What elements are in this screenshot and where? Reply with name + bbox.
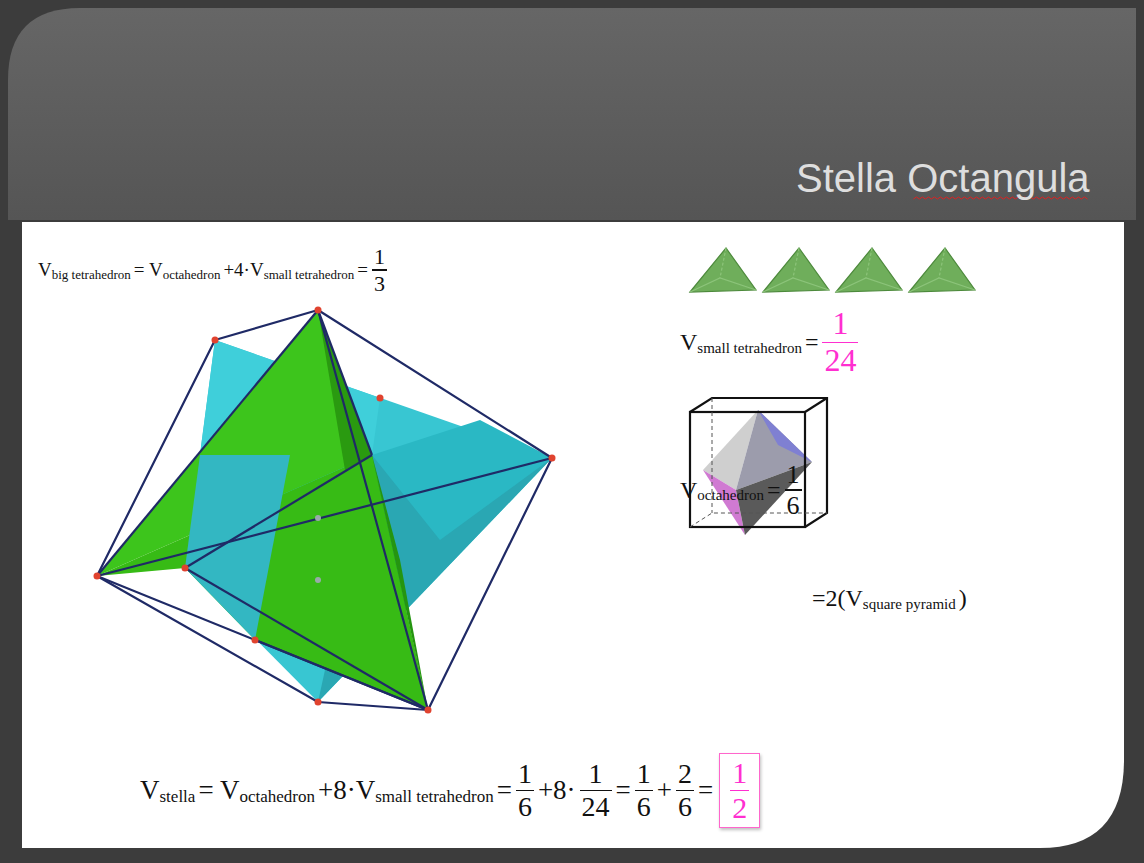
- formula-term: = V: [198, 775, 239, 806]
- formula-term: V: [680, 477, 697, 504]
- subscript: big tetrahedron: [52, 267, 131, 283]
- numerator: 2: [676, 759, 694, 788]
- fraction-bar: [676, 790, 694, 792]
- subscript: small tetrahedron: [264, 267, 355, 283]
- numerator: 1: [785, 461, 802, 488]
- content-panel: [22, 222, 1124, 848]
- numerator: 1: [830, 307, 850, 341]
- formula-row: Vbig tetrahedron= Voctahedron+4·Vsmall t…: [38, 245, 391, 295]
- numerator: 1: [372, 245, 387, 268]
- fraction: 16: [516, 759, 534, 821]
- formula-term: = V: [134, 259, 163, 281]
- denominator: 6: [676, 792, 694, 821]
- formula-term: +4·V: [223, 259, 263, 281]
- formula-term: =: [616, 775, 631, 806]
- cube-octahedron: [690, 398, 827, 535]
- formula-term: V: [680, 329, 697, 356]
- formula-term: +: [657, 775, 672, 806]
- subscript: small tetrahedron: [697, 340, 802, 357]
- fraction-bar: [580, 790, 612, 792]
- fraction: 16: [785, 461, 802, 519]
- formula-row: Vstella= Voctahedron+8·Vsmall tetrahedro…: [140, 753, 760, 828]
- formula-row: =2(Vsquare pyramid): [812, 585, 967, 612]
- formula-term: =: [698, 775, 713, 806]
- denominator: 6: [785, 492, 802, 519]
- formula-term: V: [38, 259, 52, 281]
- denominator: 6: [516, 792, 534, 821]
- fraction: 13: [372, 245, 387, 295]
- formula-term: =: [805, 329, 819, 356]
- subscript: octahedron: [697, 487, 764, 504]
- fraction-bar: [372, 269, 387, 271]
- fraction: 124: [822, 307, 858, 378]
- formula-row: Voctahedron=16: [680, 461, 806, 519]
- fraction-bar: [730, 790, 749, 792]
- fraction: 124: [580, 759, 612, 821]
- formula-term: +8·: [538, 775, 576, 806]
- formula-row: Vsmall tetrahedron=124: [680, 307, 862, 378]
- fraction: 26: [676, 759, 694, 821]
- formula-term: =2(V: [812, 585, 863, 612]
- formula-term: =: [497, 775, 512, 806]
- subscript: octahedron: [239, 787, 315, 807]
- formula-term: =: [357, 259, 368, 281]
- denominator: 2: [730, 792, 749, 824]
- numerator: 1: [635, 759, 653, 788]
- formula-term: V: [140, 775, 160, 806]
- result-box: 12: [719, 753, 760, 828]
- numerator: 1: [587, 759, 605, 788]
- subscript: stella: [160, 787, 196, 807]
- slide-title: Stella Octangula: [796, 156, 1090, 201]
- fraction-bar: [635, 790, 653, 792]
- fraction: 16: [635, 759, 653, 821]
- numerator: 1: [516, 759, 534, 788]
- denominator: 6: [635, 792, 653, 821]
- header-band: [8, 8, 1136, 220]
- subscript: square pyramid: [863, 596, 956, 613]
- subscript: small tetrahedron: [375, 787, 494, 807]
- subscript: octahedron: [163, 267, 221, 283]
- denominator: 3: [372, 272, 387, 295]
- fraction-bar: [785, 489, 802, 491]
- formula-term: +8·V: [318, 775, 375, 806]
- stella-octangula: [94, 307, 556, 714]
- fraction: 12: [730, 757, 749, 824]
- small-tetrahedra: [690, 248, 975, 292]
- fraction-bar: [822, 342, 858, 344]
- formula-term: =: [767, 477, 781, 504]
- numerator: 1: [730, 757, 749, 789]
- formula-term: ): [959, 585, 967, 612]
- denominator: 24: [822, 344, 858, 378]
- fraction-bar: [516, 790, 534, 792]
- denominator: 24: [580, 792, 612, 821]
